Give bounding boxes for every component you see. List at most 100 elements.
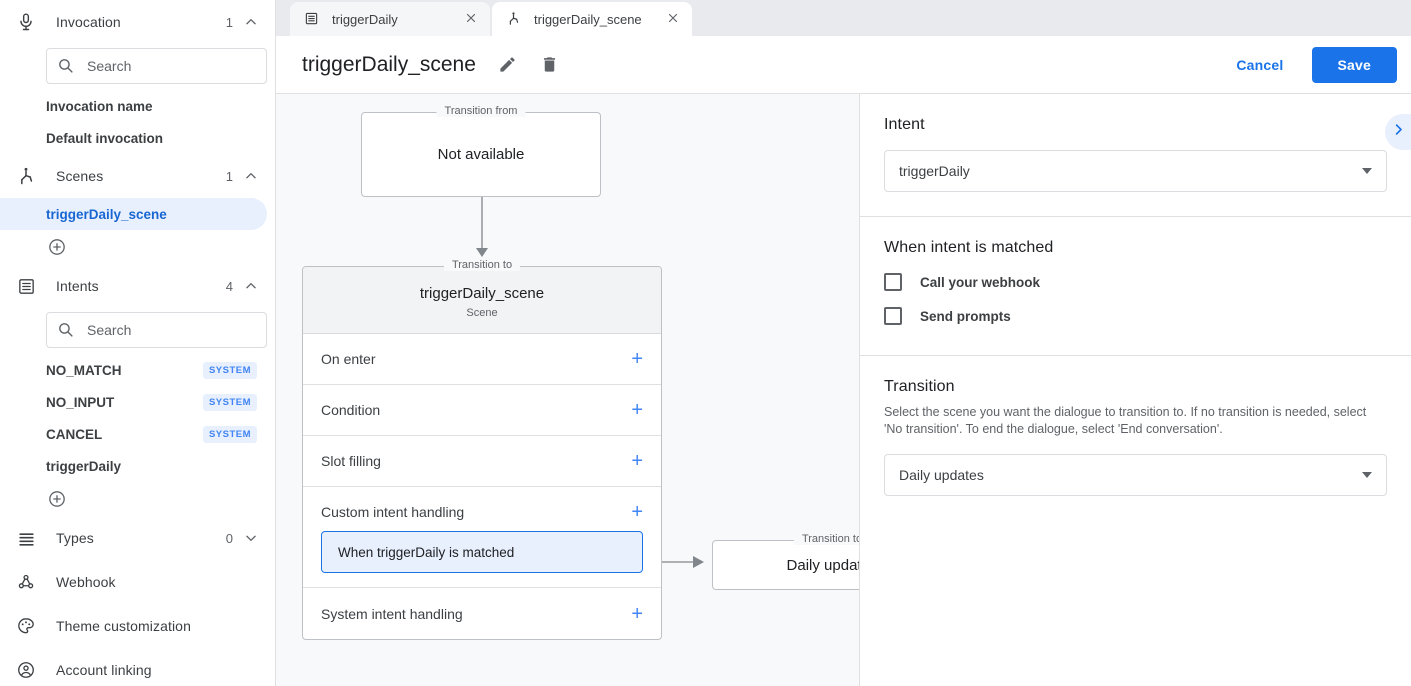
sidebar-section-intents-label: Intents xyxy=(56,278,99,294)
pencil-icon[interactable] xyxy=(498,55,518,75)
sidebar-section-intents-count: 4 xyxy=(225,278,233,294)
scene-row-label: Condition xyxy=(321,402,381,418)
add-icon[interactable]: + xyxy=(631,450,643,472)
sidebar-item-triggerdaily-scene[interactable]: triggerDaily_scene xyxy=(0,198,267,230)
editor-body: Transition from Not available Transition… xyxy=(276,94,1411,686)
intent-heading: Intent xyxy=(884,116,925,133)
scene-row-label: Slot filling xyxy=(321,453,381,469)
panel-section-when-intent-matched: When intent is matched Call your webhook… xyxy=(860,217,1411,356)
panel-section-transition: Transition Select the scene you want the… xyxy=(860,356,1411,520)
sidebar-section-types[interactable]: Types 0 xyxy=(0,516,275,560)
webhook-nodes-icon xyxy=(14,570,38,594)
sidebar-section-scenes[interactable]: Scenes 1 xyxy=(0,154,275,198)
sidebar-item-label: Account linking xyxy=(56,662,152,678)
sidebar-item-no-input[interactable]: NO_INPUT SYSTEM xyxy=(0,386,267,418)
transition-from-value: Not available xyxy=(437,146,525,163)
panel-section-intent: Intent triggerDaily xyxy=(860,94,1411,217)
trash-icon[interactable] xyxy=(540,55,560,75)
transition-to-legend: Transition to xyxy=(443,259,521,271)
sidebar-item-invocation-name[interactable]: Invocation name xyxy=(0,90,267,122)
chevron-up-icon[interactable] xyxy=(243,278,259,294)
sidebar-item-no-match[interactable]: NO_MATCH SYSTEM xyxy=(0,354,267,386)
sidebar-section-types-label: Types xyxy=(56,530,94,546)
left-sidebar: Invocation 1 Invocation name Default inv… xyxy=(0,0,276,686)
search-icon xyxy=(57,57,75,75)
chevron-down-icon xyxy=(1362,472,1372,478)
transition-heading: Transition xyxy=(884,378,955,395)
chevron-up-icon[interactable] xyxy=(243,168,259,184)
send-prompts-checkbox[interactable] xyxy=(884,307,902,325)
intent-list-icon xyxy=(14,274,38,298)
plus-circle-icon xyxy=(47,489,67,509)
close-icon[interactable] xyxy=(666,11,682,27)
transition-select[interactable]: Daily updates xyxy=(884,454,1387,496)
sidebar-item-label: Theme customization xyxy=(56,618,191,634)
add-icon[interactable]: + xyxy=(631,348,643,370)
scene-row-on-enter[interactable]: On enter + xyxy=(303,334,661,385)
scene-branch-icon xyxy=(506,11,522,27)
sidebar-section-invocation[interactable]: Invocation 1 xyxy=(0,0,275,44)
transition-from-legend: Transition from xyxy=(436,105,526,117)
checkbox-label: Call your webhook xyxy=(920,274,1041,290)
sidebar-section-invocation-count: 1 xyxy=(225,14,233,30)
call-webhook-checkbox[interactable] xyxy=(884,273,902,291)
checkbox-row-send-prompts[interactable]: Send prompts xyxy=(884,307,1387,325)
chevron-up-icon[interactable] xyxy=(243,14,259,30)
add-icon[interactable]: + xyxy=(631,399,643,421)
intent-handler-chip[interactable]: When triggerDaily is matched xyxy=(321,531,643,573)
search-icon xyxy=(57,321,75,339)
tab-triggerdaily-scene[interactable]: triggerDaily_scene xyxy=(492,2,692,36)
sidebar-item-triggerdaily[interactable]: triggerDaily xyxy=(0,450,267,482)
tab-triggerdaily[interactable]: triggerDaily xyxy=(290,2,490,36)
scene-graph-canvas[interactable]: Transition from Not available Transition… xyxy=(276,94,860,686)
intents-search-box[interactable] xyxy=(46,312,267,348)
close-icon[interactable] xyxy=(464,11,480,27)
scene-row-custom-intent-handling[interactable]: Custom intent handling + xyxy=(303,487,661,531)
sidebar-section-intents[interactable]: Intents 4 xyxy=(0,264,275,308)
add-scene-button[interactable] xyxy=(0,230,275,264)
sidebar-item-label: Default invocation xyxy=(46,130,164,146)
types-lines-icon xyxy=(14,526,38,550)
add-icon[interactable]: + xyxy=(631,501,643,523)
sidebar-section-scenes-label: Scenes xyxy=(56,168,104,184)
invocation-search-box[interactable] xyxy=(46,48,267,84)
when-intent-matched-heading: When intent is matched xyxy=(884,239,1054,256)
scene-node-title: triggerDaily_scene xyxy=(419,285,545,302)
scene-branch-icon xyxy=(14,164,38,188)
panel-collapse-button[interactable] xyxy=(1385,114,1411,150)
main-area: triggerDaily triggerDaily_scene xyxy=(276,0,1411,686)
cancel-button[interactable]: Cancel xyxy=(1222,48,1297,82)
invocation-search-input[interactable] xyxy=(87,58,256,74)
sidebar-section-invocation-label: Invocation xyxy=(56,14,121,30)
scene-node[interactable]: Transition to triggerDaily_scene Scene O… xyxy=(302,259,662,640)
palette-icon xyxy=(14,614,38,638)
plus-circle-icon xyxy=(47,237,67,257)
sidebar-item-default-invocation[interactable]: Default invocation xyxy=(0,122,267,154)
intents-search-input[interactable] xyxy=(87,322,256,338)
transition-from-node[interactable]: Transition from Not available xyxy=(361,105,601,197)
chevron-down-icon[interactable] xyxy=(243,530,259,546)
status-badge: SYSTEM xyxy=(202,393,257,411)
transition-description: Select the scene you want the dialogue t… xyxy=(884,405,1367,436)
transition-select-value: Daily updates xyxy=(899,467,984,483)
sidebar-item-webhook[interactable]: Webhook xyxy=(0,560,275,604)
sidebar-item-label: NO_MATCH xyxy=(46,362,122,378)
transition-to-daily-updates-node[interactable]: Transition to Daily updates xyxy=(712,533,859,590)
checkbox-row-call-your-webhook[interactable]: Call your webhook xyxy=(884,273,1387,291)
scene-row-label: On enter xyxy=(321,351,376,367)
sidebar-item-theme-customization[interactable]: Theme customization xyxy=(0,604,275,648)
intent-select-value: triggerDaily xyxy=(899,163,970,179)
add-intent-button[interactable] xyxy=(0,482,275,516)
scene-row-system-intent-handling[interactable]: System intent handling + xyxy=(303,588,661,639)
scene-row-slot-filling[interactable]: Slot filling + xyxy=(303,436,661,487)
scene-row-condition[interactable]: Condition + xyxy=(303,385,661,436)
tab-label: triggerDaily_scene xyxy=(534,11,642,27)
intent-select[interactable]: triggerDaily xyxy=(884,150,1387,192)
scene-row-custom-intent-handling-block: Custom intent handling + When triggerDai… xyxy=(303,487,661,588)
add-icon[interactable]: + xyxy=(631,602,643,625)
save-button[interactable]: Save xyxy=(1311,46,1397,83)
sidebar-item-account-linking[interactable]: Account linking xyxy=(0,648,275,686)
sidebar-item-cancel[interactable]: CANCEL SYSTEM xyxy=(0,418,267,450)
checkbox-label: Send prompts xyxy=(920,308,1011,324)
